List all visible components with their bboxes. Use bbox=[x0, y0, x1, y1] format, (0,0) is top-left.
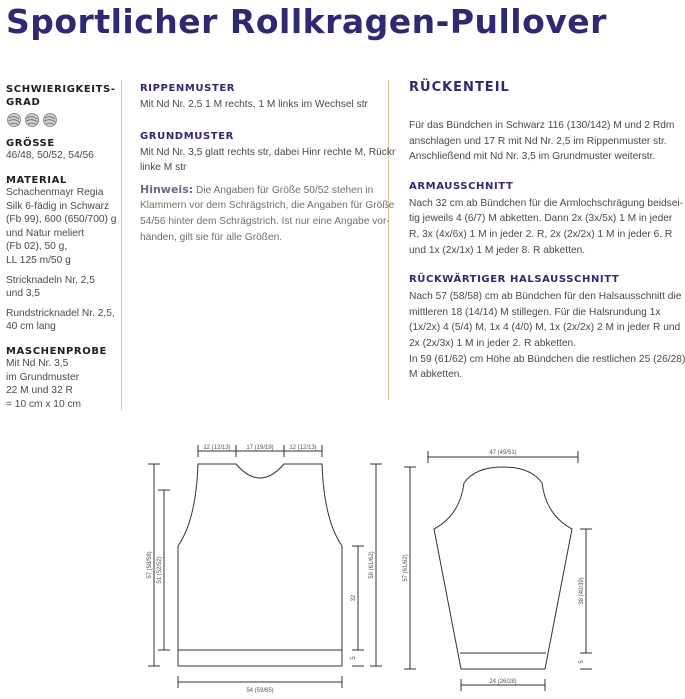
sleeve-dim-right-small: 5 bbox=[579, 660, 585, 664]
difficulty-heading: SCHWIERIGKEITS- GRAD bbox=[6, 84, 116, 108]
needles-text: Stricknadeln Nr. 2,5 und 3,5 bbox=[6, 274, 95, 300]
armhole-heading: ARMAUSSCHNITT bbox=[409, 180, 514, 192]
back-piece-schematic: 12 (12/13) 17 (19/19) 12 (12/13) 57 (58/… bbox=[147, 445, 382, 694]
sleeve-dim-left: 57 (61/62) bbox=[403, 554, 409, 581]
back-intro-text: Für das Bündchen in Schwarz 116 (130/142… bbox=[409, 120, 675, 163]
basic-pattern-heading: GRUNDMUSTER bbox=[140, 130, 234, 142]
material-heading: MATERIAL bbox=[6, 175, 67, 186]
yarn-ball-icon bbox=[25, 113, 39, 127]
dim-left-outer: 57 (58/58) bbox=[147, 551, 153, 578]
neck-text: Nach 57 (58/58) cm ab Bündchen für den H… bbox=[409, 291, 685, 381]
neck-heading: RÜCKWÄRTIGER HALSAUSSCHNITT bbox=[409, 274, 620, 286]
rib-pattern-text: Mit Nd Nr. 2,5 1 M rechts, 1 M links im … bbox=[140, 99, 368, 110]
note-label: Hinweis: bbox=[140, 182, 194, 196]
middle-column: RIPPENMUSTER Mit Nd Nr. 2,5 1 M rechts, … bbox=[140, 83, 396, 245]
right-column: Für das Bündchen in Schwarz 116 (130/142… bbox=[409, 118, 685, 383]
size-note: Hinweis: Die Angaben für Größe 50/52 ste… bbox=[140, 182, 395, 243]
dim-left-inner: 51 (52/52) bbox=[157, 556, 163, 583]
circular-needle-text: Rundstricknadel Nr. 2,5, 40 cm lang bbox=[6, 307, 115, 333]
sizes-heading: GRÖSSE bbox=[6, 138, 55, 149]
column-divider-left bbox=[121, 80, 122, 410]
dim-top-left: 12 (12/13) bbox=[203, 445, 230, 451]
yarn-ball-icon bbox=[43, 113, 57, 127]
armhole-text: Nach 32 cm ab Bündchen für die Armlochsc… bbox=[409, 197, 684, 256]
sizes-value: 46/48, 50/52, 54/56 bbox=[6, 150, 94, 161]
column-divider-right bbox=[388, 80, 389, 400]
gauge-heading: MASCHENPROBE bbox=[6, 345, 107, 357]
rib-pattern-heading: RIPPENMUSTER bbox=[140, 83, 236, 94]
dim-top-mid: 17 (19/19) bbox=[246, 445, 273, 451]
dim-right-small: 5 bbox=[351, 656, 357, 660]
section-title: RÜCKENTEIL bbox=[409, 80, 510, 95]
basic-pattern-text: Mit Nd Nr. 3,5 glatt rechts str, dabei H… bbox=[140, 146, 396, 174]
sleeve-dim-bottom: 24 (26/28) bbox=[489, 679, 516, 685]
difficulty-rating bbox=[6, 112, 118, 128]
sleeve-dim-top: 47 (49/51) bbox=[489, 450, 516, 456]
dim-bottom: 54 (59/65) bbox=[246, 688, 273, 694]
yarn-ball-icon bbox=[7, 113, 21, 127]
page-title: Sportlicher Rollkragen-Pullover bbox=[6, 2, 607, 41]
sleeve-schematic: 47 (49/51) 57 (61/62) 38 (40/39) 5 24 (2… bbox=[403, 450, 592, 691]
dim-right-inner: 32 bbox=[351, 594, 357, 601]
sleeve-dim-right: 38 (40/39) bbox=[579, 577, 585, 604]
gauge-text: Mit Nd Nr. 3,5 im Grundmuster 22 M und 3… bbox=[6, 357, 82, 410]
dim-right-outer: 59 (61/62) bbox=[369, 551, 375, 578]
left-column: SCHWIERIGKEITS- GRAD GRÖSSE 46/48, 50/52… bbox=[6, 83, 118, 411]
material-text: Schachenmayr Regia Silk 6-fädig in Schwa… bbox=[6, 187, 117, 266]
dim-top-right: 12 (12/13) bbox=[289, 445, 316, 451]
